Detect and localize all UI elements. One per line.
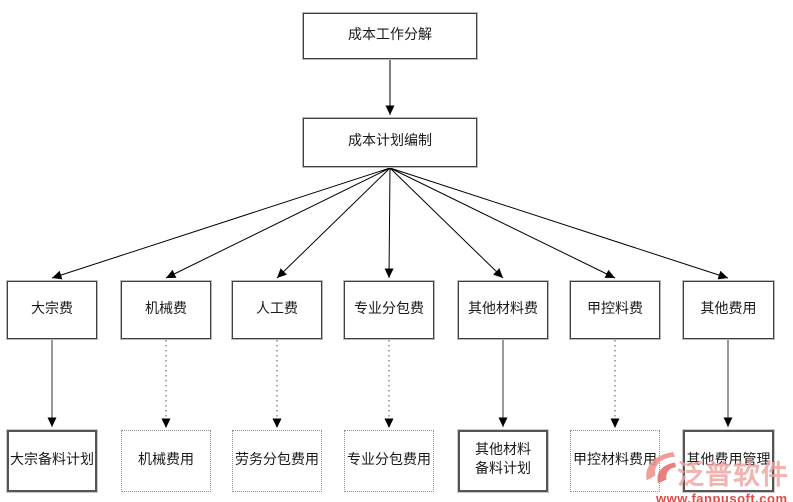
node-cost-plan-compilation: 成本计划编制 (303, 118, 477, 167)
node-label: 机械费 (145, 301, 187, 317)
node-other-material-fee: 其他材料费 (458, 281, 548, 339)
node-machinery-fee: 机械费 (121, 281, 211, 339)
node-label: 大宗费 (31, 301, 73, 317)
node-label: 成本工作分解 (348, 27, 432, 43)
node-label: 成本计划编制 (348, 134, 432, 150)
node-cost-work-breakdown: 成本工作分解 (303, 13, 477, 59)
node-label: 甲控料费 (587, 301, 643, 317)
node-label: 机械费用 (138, 452, 194, 468)
node-other-material-prep-plan: 其他材料备料计划 (458, 430, 548, 492)
node-label: 专业分包费 (354, 301, 424, 317)
node-other-expense-management: 其他费用管理 (683, 430, 774, 492)
node-label: 其他材料备料计划 (475, 443, 531, 477)
node-labor-subcontract-expense: 劳务分包费用 (232, 430, 322, 492)
node-bulk-material-prep-plan: 大宗备料计划 (7, 430, 97, 492)
node-owner-controlled-material-fee: 甲控料费 (570, 281, 660, 339)
node-owner-controlled-material-expense: 甲控材料费用 (570, 430, 660, 492)
node-labor-fee: 人工费 (232, 281, 322, 339)
node-label: 甲控材料费用 (573, 452, 657, 468)
node-professional-subcontract-fee: 专业分包费 (344, 281, 434, 339)
node-bulk-fee: 大宗费 (7, 281, 97, 339)
node-label: 其他材料费 (468, 301, 538, 317)
node-machinery-expense: 机械费用 (121, 430, 211, 492)
node-label: 其他费用 (700, 301, 757, 317)
node-label: 其他费用管理 (686, 452, 771, 468)
node-label: 专业分包费用 (347, 452, 431, 468)
node-professional-subcontract-expense: 专业分包费用 (344, 430, 434, 492)
node-label: 劳务分包费用 (235, 452, 319, 468)
node-label: 人工费 (256, 301, 298, 317)
node-other-expense: 其他费用 (683, 281, 774, 339)
node-label: 大宗备料计划 (10, 452, 94, 468)
